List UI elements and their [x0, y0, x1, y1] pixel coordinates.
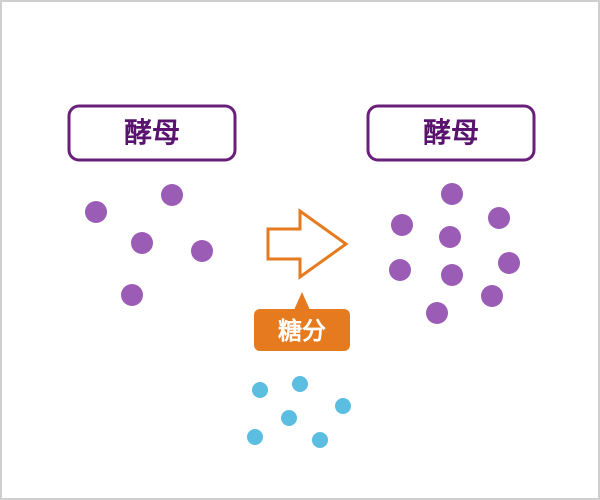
yeast-dot — [488, 207, 510, 229]
yeast-dot — [121, 284, 143, 306]
left-label-text: 酵母 — [124, 116, 180, 149]
sugar-dot — [312, 432, 328, 448]
yeast-dot — [426, 302, 448, 324]
yeast-dot — [191, 240, 213, 262]
left-label-box — [67, 104, 237, 162]
yeast-dot — [85, 201, 107, 223]
sugar-badge: 糖分 — [254, 292, 350, 351]
yeast-dot — [441, 264, 463, 286]
sugar-dot — [335, 398, 351, 414]
yeast-dot — [389, 259, 411, 281]
sugar-dot — [252, 382, 268, 398]
right-label-box — [366, 104, 536, 162]
sugar-badge-box — [254, 309, 350, 351]
sugar-dots-group — [247, 376, 351, 448]
right-label-text: 酵母 — [423, 116, 479, 149]
left-yeast-label: 酵母 — [67, 104, 237, 162]
yeast-dot — [131, 232, 153, 254]
yeast-dot — [498, 252, 520, 274]
yeast-dot — [481, 285, 503, 307]
right-arrow-icon — [266, 208, 349, 280]
yeast-dot — [161, 184, 183, 206]
yeast-dot — [439, 226, 461, 248]
sugar-dot — [247, 429, 263, 445]
badge-pointer — [294, 292, 310, 310]
yeast-after-group — [389, 183, 520, 324]
yeast-dot — [441, 183, 463, 205]
sugar-dot — [292, 376, 308, 392]
sugar-dot — [281, 410, 297, 426]
yeast-before-group — [85, 184, 213, 306]
right-yeast-label: 酵母 — [366, 104, 536, 162]
sugar-badge-text: 糖分 — [278, 317, 326, 345]
yeast-dot — [391, 214, 413, 236]
